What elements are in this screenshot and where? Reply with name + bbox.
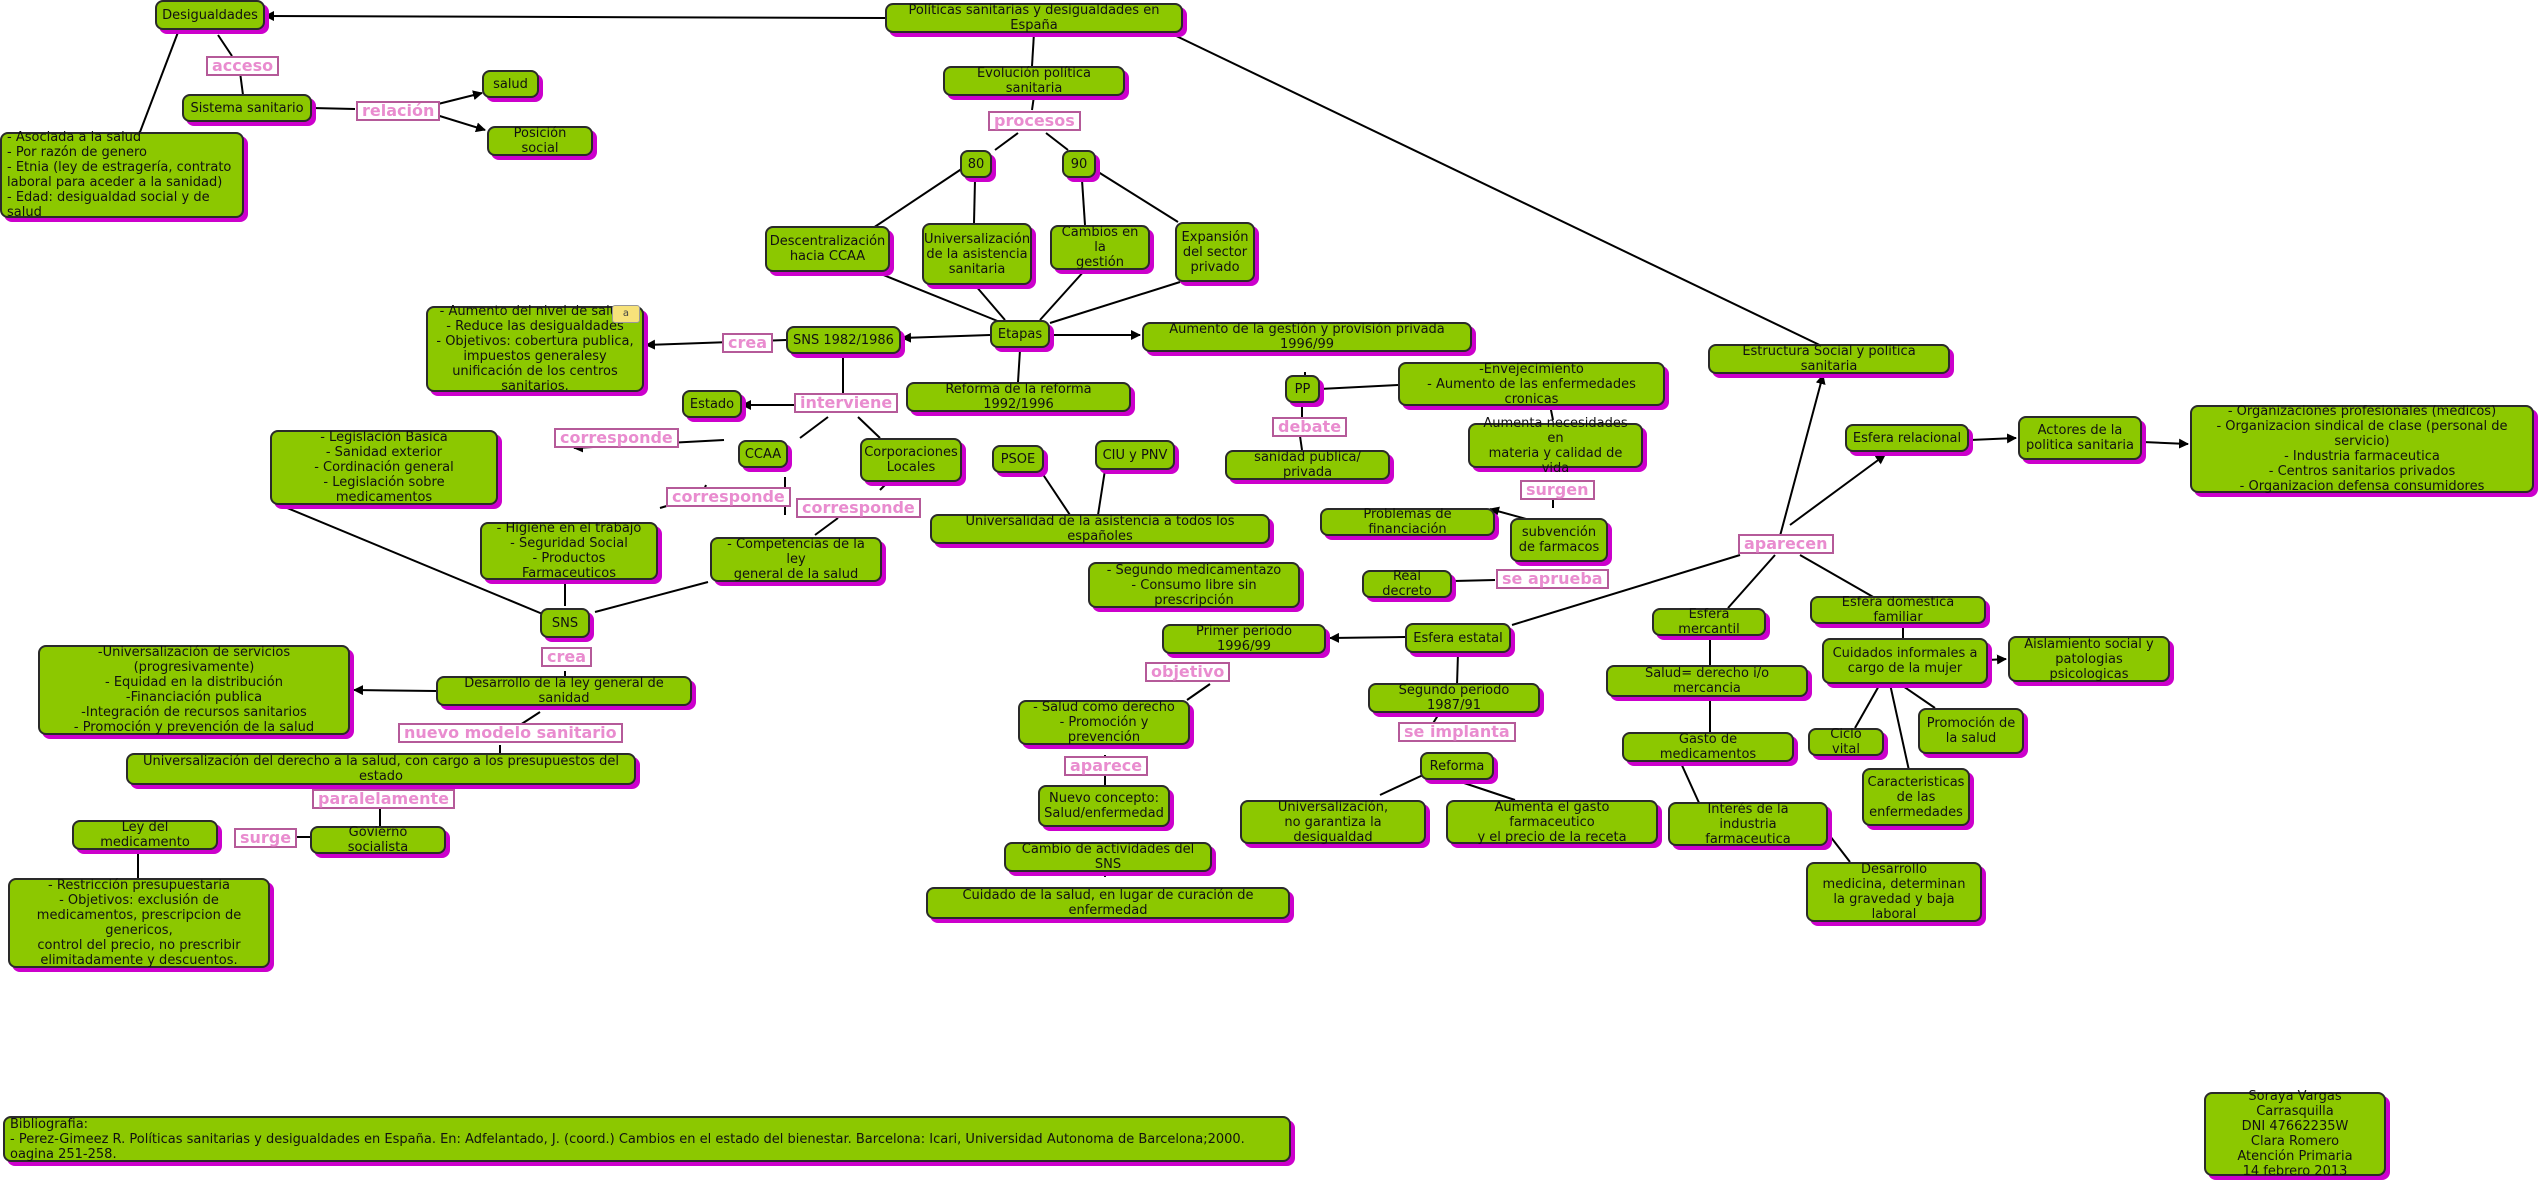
link-label-interviene: interviene (794, 393, 899, 413)
link-label-se-aprueba: se aprueba (1496, 569, 1609, 589)
legislacion-node[interactable]: - Legislación Basica - Sanidad exterior … (270, 430, 498, 505)
sistema-sanitario-node[interactable]: Sistema sanitario (182, 94, 312, 122)
sanidad-publica-node[interactable]: sanidad publica/ privada (1225, 450, 1390, 480)
universalizacion-no-garantiza-node[interactable]: Universalización, no garantiza la desigu… (1240, 800, 1426, 845)
expansion-node[interactable]: Expansión del sector privado (1175, 222, 1255, 282)
reforma-reforma-node[interactable]: Reforma de la reforma 1992/1996 (906, 382, 1131, 412)
sns-1982-node[interactable]: SNS 1982/1986 (786, 326, 901, 354)
salud-derecho-mercancia-node[interactable]: Salud= derecho i/o mercancia (1606, 665, 1808, 697)
problemas-financiacion-node[interactable]: Problemas de financiación (1320, 507, 1495, 537)
actores-node[interactable]: Actores de la politica sanitaria (2018, 416, 2142, 460)
cuidado-salud-node[interactable]: Cuidado de la salud, en lugar de curació… (926, 887, 1290, 919)
desigualdades-list-node[interactable]: - Asociada a la salud - Por razón de gen… (0, 130, 244, 220)
salud-node[interactable]: salud (482, 70, 539, 98)
corporaciones-node[interactable]: Corporaciones Locales (860, 438, 962, 482)
link-label-paralelamente: paralelamente (312, 789, 455, 809)
ciu-pnv-node[interactable]: CIU y PNV (1095, 440, 1175, 470)
evolucion-node[interactable]: Evolución política sanitaria (943, 66, 1125, 96)
universalizacion-derecho-node[interactable]: Universalización del derecho a la salud,… (126, 753, 636, 785)
link-label-se-implanta: se implanta (1398, 722, 1516, 742)
restriccion-node[interactable]: - Restricción presupuestaria - Objetivos… (8, 878, 270, 968)
link-label-corresponde-3: corresponde (796, 498, 921, 518)
promocion-salud-node[interactable]: Promoción de la salud (1918, 708, 2024, 754)
author-info-node[interactable]: Soraya Vargas Carrasquilla DNI 47662235W… (2204, 1089, 2386, 1179)
esfera-estatal-node[interactable]: Esfera estatal (1405, 623, 1511, 653)
esfera-domestica-node[interactable]: Esfera domestica familiar (1810, 595, 1986, 625)
interes-industria-node[interactable]: Interés de la industria farmaceutica (1668, 802, 1828, 847)
attachment-clip-icon[interactable]: a (612, 305, 640, 323)
gobierno-socialista-node[interactable]: Govierno socialista (310, 825, 446, 855)
psoe-node[interactable]: PSOE (992, 445, 1044, 473)
link-label-relacion: relación (356, 101, 441, 121)
etapas-node[interactable]: Etapas (990, 320, 1050, 348)
gasto-medicamentos-node[interactable]: Gasto de medicamentos (1622, 732, 1794, 762)
year-90-node[interactable]: 90 (1062, 150, 1096, 178)
link-label-procesos: procesos (988, 111, 1081, 131)
universalizacion-asistencia-node[interactable]: Universalización de la asistencia sanita… (922, 223, 1032, 285)
link-label-nuevo-modelo: nuevo modelo sanitario (398, 723, 623, 743)
universalidad-node[interactable]: Universalidad de la asistencia a todos l… (930, 514, 1270, 544)
pp-node[interactable]: PP (1285, 375, 1320, 403)
primer-periodo-node[interactable]: Primer periodo 1996/99 (1162, 624, 1326, 654)
universalizacion-servicios-node[interactable]: -Universalización de servicios (progresi… (38, 645, 350, 735)
aislamiento-node[interactable]: Aislamiento social y patologias psicolog… (2008, 636, 2170, 682)
desigualdades-node[interactable]: Desigualdades (155, 0, 265, 30)
bibliografia-node[interactable]: Bibliografia: - Perez-Gimeez R. Política… (3, 1116, 1291, 1162)
cambio-actividades-node[interactable]: Cambio de actividades del SNS (1004, 842, 1212, 872)
ciclo-vital-node[interactable]: Ciclo vital (1808, 727, 1884, 757)
salud-derecho-node[interactable]: - Salud como derecho - Promoción y preve… (1018, 700, 1190, 745)
segundo-periodo-node[interactable]: Segundo periodo 1987/91 (1368, 683, 1540, 713)
link-label-debate: debate (1272, 417, 1348, 437)
link-label-aparecen: aparecen (1738, 534, 1834, 554)
ley-medicamento-node[interactable]: Ley del medicamento (72, 820, 218, 850)
esfera-relacional-node[interactable]: Esfera relacional (1845, 424, 1969, 452)
cuidados-informales-node[interactable]: Cuidados informales a cargo de la mujer (1822, 638, 1988, 684)
aumento-nivel-node[interactable]: - Aumento del nivel de salud. - Reduce l… (426, 304, 644, 394)
main-topic-node[interactable]: Políticas sanitarias y desigualdades en … (885, 3, 1183, 33)
year-80-node[interactable]: 80 (960, 150, 992, 178)
link-label-surgen: surgen (1520, 480, 1595, 500)
estado-node[interactable]: Estado (682, 390, 742, 418)
reforma-node[interactable]: Reforma (1420, 752, 1494, 780)
link-label-aparece: aparece (1064, 756, 1149, 776)
link-label-objetivo: objetivo (1145, 662, 1231, 682)
desarrollo-ley-node[interactable]: Desarrollo de la ley general de sanidad (436, 676, 692, 706)
real-decreto-node[interactable]: Real decreto (1362, 569, 1452, 599)
esfera-mercantil-node[interactable]: Esfera mercantil (1652, 607, 1766, 637)
link-label-crea-1: crea (722, 333, 774, 353)
link-label-surge: surge (234, 828, 298, 848)
organizaciones-node[interactable]: - Organizaciones profesionales (medicos)… (2190, 404, 2534, 494)
aumento-gestion-node[interactable]: Aumento de la gestión y provisión privad… (1142, 322, 1472, 352)
link-label-corresponde-2: corresponde (666, 487, 791, 507)
estructura-social-node[interactable]: Estructura Social y politica sanitaria (1708, 344, 1950, 374)
desarrollo-medicina-node[interactable]: Desarrollo medicina, determinan la grave… (1806, 862, 1982, 922)
nuevo-concepto-node[interactable]: Nuevo concepto: Salud/enfermedad (1038, 785, 1170, 827)
aumenta-gasto-node[interactable]: Aumenta el gasto farmaceutico y el preci… (1446, 800, 1658, 845)
aumenta-necesidades-node[interactable]: Aumenta necesidades en materia y calidad… (1468, 416, 1643, 476)
envejecimiento-node[interactable]: -Envejecimiento - Aumento de las enferme… (1398, 362, 1665, 407)
descentralizacion-node[interactable]: Descentralización hacia CCAA (765, 226, 890, 272)
higiene-node[interactable]: - Higiene en el trabajo - Seguridad Soci… (480, 521, 658, 581)
competencias-node[interactable]: - Competencias de la ley general de la s… (710, 537, 882, 582)
link-label-acceso: acceso (206, 56, 280, 76)
caracteristicas-node[interactable]: Caracteristicas de las enfermedades (1862, 768, 1970, 826)
subvencion-node[interactable]: subvención de farmacos (1510, 518, 1608, 562)
sns-node[interactable]: SNS (540, 608, 590, 638)
link-label-corresponde-1: corresponde (554, 428, 679, 448)
cambios-gestion-node[interactable]: Cambios en la gestión (1050, 225, 1150, 270)
link-label-crea-2: crea (541, 647, 593, 667)
ccaa-node[interactable]: CCAA (738, 440, 788, 468)
segundo-medicamentazo-node[interactable]: - Segundo medicamentazo - Consumo libre … (1088, 562, 1300, 608)
posicion-social-node[interactable]: Posición social (487, 126, 593, 156)
